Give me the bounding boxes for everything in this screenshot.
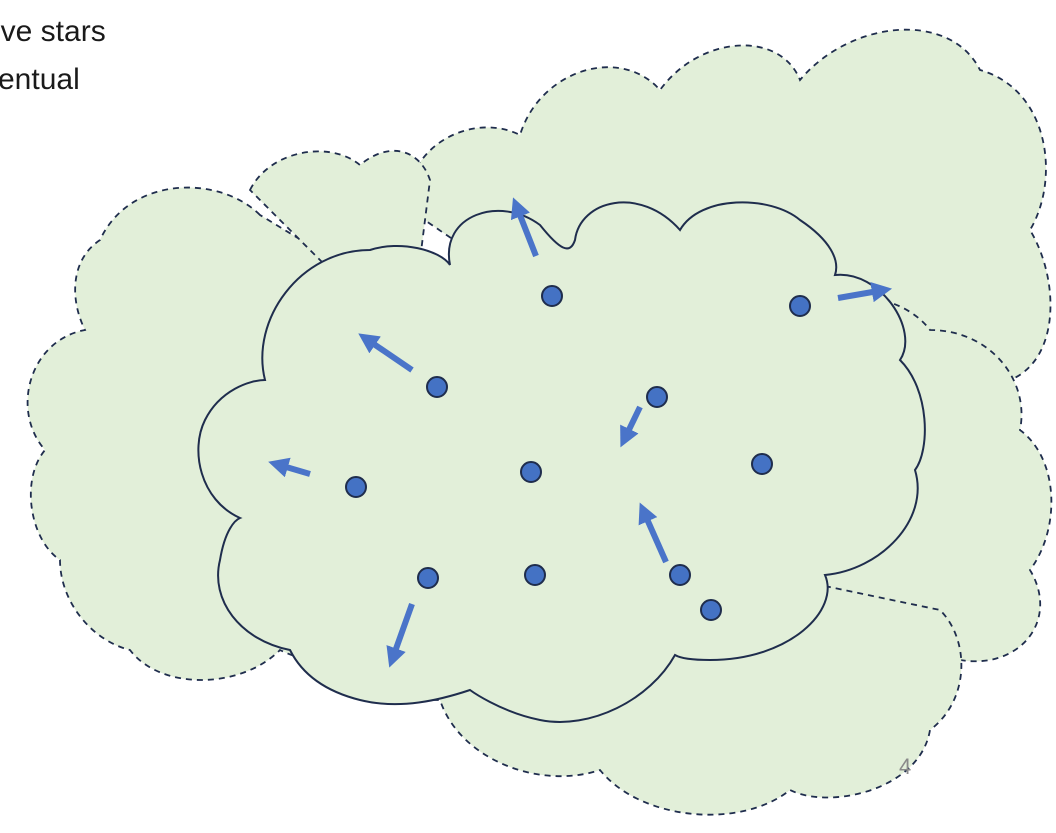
star [346, 477, 366, 497]
star [790, 296, 810, 316]
slide-text-line: entual [0, 62, 80, 98]
star [752, 454, 772, 474]
star [525, 565, 545, 585]
slide-text-line: ive stars [0, 14, 106, 50]
star [427, 377, 447, 397]
star [521, 462, 541, 482]
star [542, 286, 562, 306]
star [647, 387, 667, 407]
star [418, 568, 438, 588]
star [701, 600, 721, 620]
page-number: 4 [899, 754, 911, 780]
star [670, 565, 690, 585]
